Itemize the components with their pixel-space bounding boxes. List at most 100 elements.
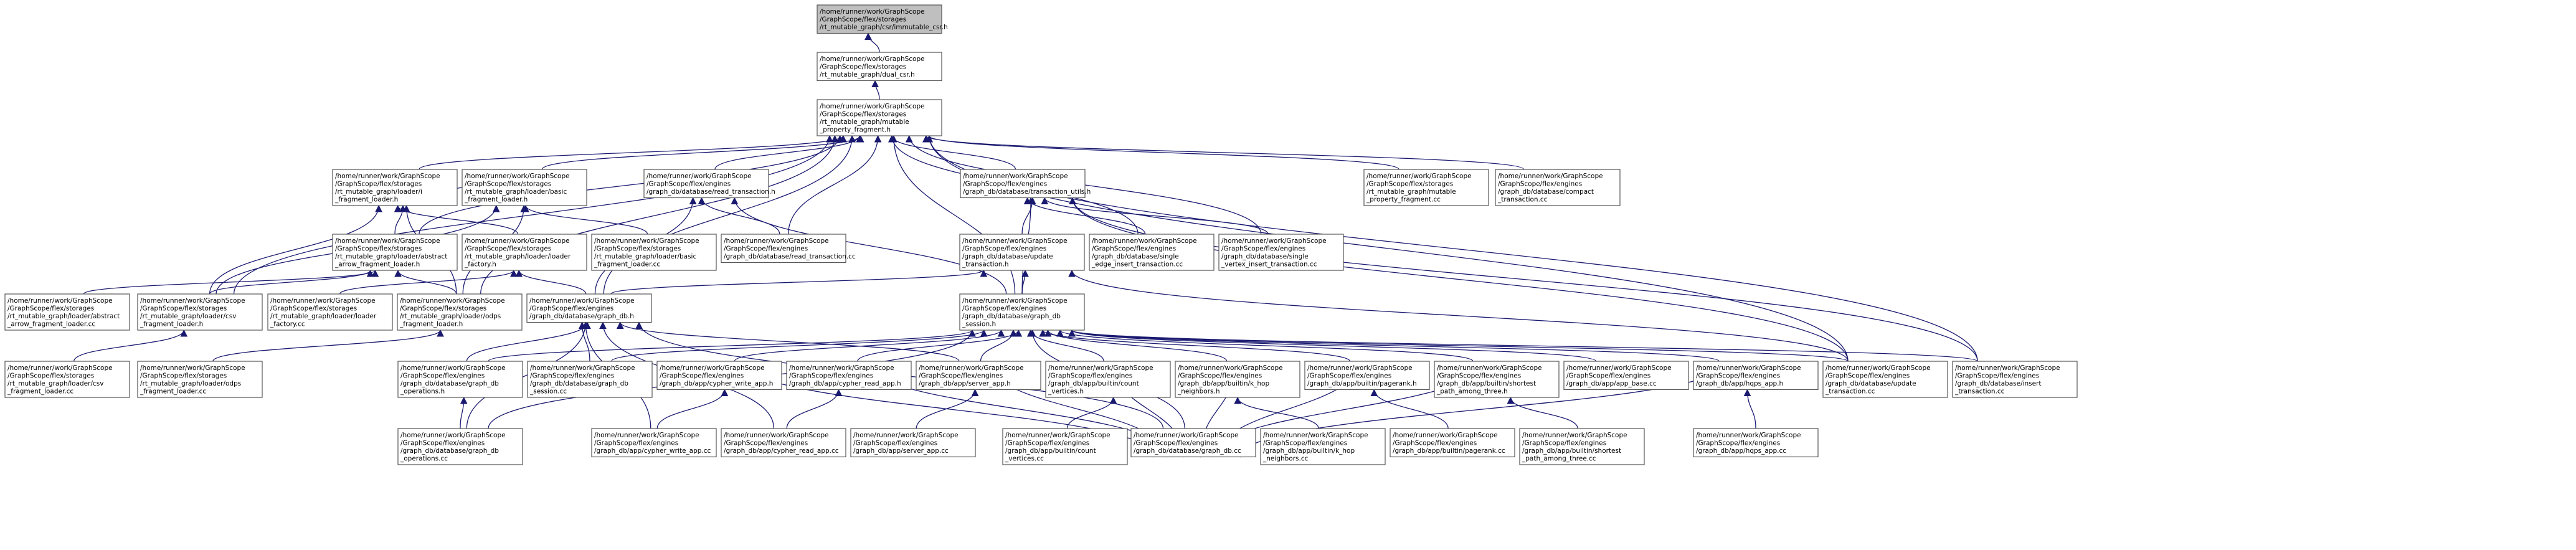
node-label-line: /home/runner/work/GraphScope	[1696, 432, 1801, 439]
node-label-line: /GraphScope/flex/engines	[594, 440, 678, 447]
file-node-n30[interactable]: /home/runner/work/GraphScope/GraphScope/…	[1175, 361, 1300, 398]
file-node-n39[interactable]: /home/runner/work/GraphScope/GraphScope/…	[721, 428, 846, 458]
file-node-n11[interactable]: /home/runner/work/GraphScope/GraphScope/…	[591, 234, 717, 271]
node-label-line: /GraphScope/flex/engines	[1522, 440, 1606, 447]
file-node-n43[interactable]: /home/runner/work/GraphScope/GraphScope/…	[1260, 428, 1386, 465]
node-box	[591, 234, 717, 271]
file-node-n19[interactable]: /home/runner/work/GraphScope/GraphScope/…	[397, 293, 523, 331]
file-node-n46[interactable]: /home/runner/work/GraphScope/GraphScope/…	[1693, 428, 1819, 458]
node-box	[1822, 361, 1948, 398]
node-box	[397, 361, 523, 398]
file-node-n26[interactable]: /home/runner/work/GraphScope/GraphScope/…	[656, 361, 782, 391]
file-node-n31[interactable]: /home/runner/work/GraphScope/GraphScope/…	[1304, 361, 1430, 391]
file-node-n22[interactable]: /home/runner/work/GraphScope/GraphScope/…	[4, 361, 130, 398]
edge-n34-n21	[1068, 329, 1720, 362]
node-label-line: /home/runner/work/GraphScope	[465, 237, 570, 245]
file-node-n40[interactable]: /home/runner/work/GraphScope/GraphScope/…	[850, 428, 976, 458]
file-node-n36[interactable]: /home/runner/work/GraphScope/GraphScope/…	[1952, 361, 2078, 398]
node-box	[1002, 428, 1128, 465]
file-node-n41[interactable]: /home/runner/work/GraphScope/GraphScope/…	[1002, 428, 1128, 465]
file-node-n38[interactable]: /home/runner/work/GraphScope/GraphScope/…	[591, 428, 717, 458]
node-label-line: /graph_db/database/insert	[1955, 380, 2042, 387]
file-node-n13[interactable]: /home/runner/work/GraphScope/GraphScope/…	[959, 234, 1085, 271]
file-node-n24[interactable]: /home/runner/work/GraphScope/GraphScope/…	[397, 361, 523, 398]
file-node-n34[interactable]: /home/runner/work/GraphScope/GraphScope/…	[1693, 361, 1819, 391]
node-label-line: _property_fragment.h	[819, 126, 891, 134]
node-label-line: _property_fragment.cc	[1366, 196, 1441, 204]
file-node-n5[interactable]: /home/runner/work/GraphScope/GraphScope/…	[643, 169, 775, 199]
node-label-line: /GraphScope/flex/storages	[465, 245, 551, 253]
file-node-n4[interactable]: /home/runner/work/GraphScope/GraphScope/…	[462, 169, 587, 206]
file-node-n9[interactable]: /home/runner/work/GraphScope/GraphScope/…	[332, 234, 458, 271]
file-node-n21[interactable]: /home/runner/work/GraphScope/GraphScope/…	[959, 293, 1085, 331]
node-label-line: /graph_db/app/cypher_read_app.h	[789, 380, 901, 387]
node-label-line: /GraphScope/flex/storages	[465, 181, 551, 188]
node-label-line: /graph_db/database/single	[1221, 253, 1309, 260]
edge-n33-n21	[1068, 329, 1597, 362]
file-node-n7[interactable]: /home/runner/work/GraphScope/GraphScope/…	[1363, 169, 1489, 206]
node-label-line: /home/runner/work/GraphScope	[1393, 432, 1498, 439]
edge-n32-n21	[1056, 329, 1474, 362]
node-label-line: /graph_db/database/single	[1092, 253, 1179, 260]
file-node-n20[interactable]: /home/runner/work/GraphScope/GraphScope/…	[526, 293, 652, 323]
file-node-n28[interactable]: /home/runner/work/GraphScope/GraphScope/…	[916, 361, 1041, 391]
edge-n45-n32	[1507, 396, 1578, 429]
file-node-n32[interactable]: /home/runner/work/GraphScope/GraphScope/…	[1434, 361, 1560, 398]
file-node-n33[interactable]: /home/runner/work/GraphScope/GraphScope/…	[1563, 361, 1689, 391]
node-label-line: /graph_db/database/update	[962, 253, 1053, 260]
file-node-n25[interactable]: /home/runner/work/GraphScope/GraphScope/…	[527, 361, 653, 398]
file-node-n15[interactable]: /home/runner/work/GraphScope/GraphScope/…	[1218, 234, 1344, 271]
edge-n35-n6	[1069, 197, 1849, 362]
file-node-n42[interactable]: /home/runner/work/GraphScope/GraphScope/…	[1130, 428, 1256, 458]
edge-n12-n2	[788, 135, 882, 235]
node-label-line: /GraphScope/flex/engines	[962, 245, 1046, 253]
file-node-n27[interactable]: /home/runner/work/GraphScope/GraphScope/…	[786, 361, 912, 391]
file-node-n8[interactable]: /home/runner/work/GraphScope/GraphScope/…	[1495, 169, 1621, 206]
file-node-n3[interactable]: /home/runner/work/GraphScope/GraphScope/…	[332, 169, 458, 206]
file-node-n12[interactable]: /home/runner/work/GraphScope/GraphScope/…	[721, 234, 856, 263]
file-node-n23[interactable]: /home/runner/work/GraphScope/GraphScope/…	[137, 361, 263, 398]
file-node-n2[interactable]: /home/runner/work/GraphScope/GraphScope/…	[817, 99, 942, 136]
file-node-n17[interactable]: /home/runner/work/GraphScope/GraphScope/…	[137, 293, 263, 331]
node-label-line: /GraphScope/flex/engines	[529, 305, 613, 313]
node-box	[786, 361, 912, 391]
node-box	[817, 99, 942, 136]
node-label-line: /rt_mutable_graph/csr/immutable_csr.h	[820, 24, 948, 31]
file-node-n37[interactable]: /home/runner/work/GraphScope/GraphScope/…	[397, 428, 523, 465]
node-label-line: /home/runner/work/GraphScope	[1522, 432, 1627, 439]
node-label-line: /home/runner/work/GraphScope	[1955, 364, 2060, 372]
edge-n25-n21	[611, 329, 988, 362]
file-node-n35[interactable]: /home/runner/work/GraphScope/GraphScope/…	[1822, 361, 1948, 398]
node-box	[137, 361, 263, 398]
file-node-n29[interactable]: /home/runner/work/GraphScope/GraphScope/…	[1045, 361, 1171, 398]
node-label-line: /home/runner/work/GraphScope	[820, 55, 925, 63]
node-label-line: /home/runner/work/GraphScope	[1307, 364, 1413, 372]
node-label-line: /GraphScope/flex/engines	[1134, 440, 1218, 447]
node-label-line: /graph_db/database/read_transaction.h	[646, 188, 775, 196]
file-node-n1[interactable]: /home/runner/work/GraphScope/GraphScope/…	[817, 52, 942, 82]
node-label-line: /GraphScope/flex/engines	[853, 440, 937, 447]
node-label-line: /GraphScope/flex/engines	[919, 372, 1003, 380]
node-box	[137, 293, 263, 331]
edge-n21-n5	[731, 197, 1007, 295]
file-node-n6[interactable]: /home/runner/work/GraphScope/GraphScope/…	[960, 169, 1091, 199]
edge-n36-n21	[1068, 329, 1978, 362]
file-node-n16[interactable]: /home/runner/work/GraphScope/GraphScope/…	[4, 293, 130, 331]
file-node-n44[interactable]: /home/runner/work/GraphScope/GraphScope/…	[1390, 428, 1515, 458]
file-node-n45[interactable]: /home/runner/work/GraphScope/GraphScope/…	[1519, 428, 1645, 465]
node-label-line: /graph_db/app/builtin/count	[1005, 447, 1096, 455]
node-label-line: /home/runner/work/GraphScope	[1005, 432, 1110, 439]
node-box	[1952, 361, 2078, 398]
node-label-line: _vertices.cc	[1005, 455, 1044, 463]
edge-n21-n13	[1021, 269, 1029, 295]
node-label-line: _session.cc	[529, 388, 567, 396]
node-label-line: /home/runner/work/GraphScope	[1048, 364, 1153, 372]
file-node-n0[interactable]: /home/runner/work/GraphScope/GraphScope/…	[817, 4, 948, 34]
file-node-n14[interactable]: /home/runner/work/GraphScope/GraphScope/…	[1089, 234, 1215, 271]
node-label-line: /home/runner/work/GraphScope	[1696, 364, 1801, 372]
file-node-n18[interactable]: /home/runner/work/GraphScope/GraphScope/…	[267, 293, 393, 331]
node-label-line: /rt_mutable_graph/loader/i	[335, 188, 422, 196]
file-node-n10[interactable]: /home/runner/work/GraphScope/GraphScope/…	[462, 234, 587, 271]
edge-n35-n21	[1068, 329, 1849, 362]
